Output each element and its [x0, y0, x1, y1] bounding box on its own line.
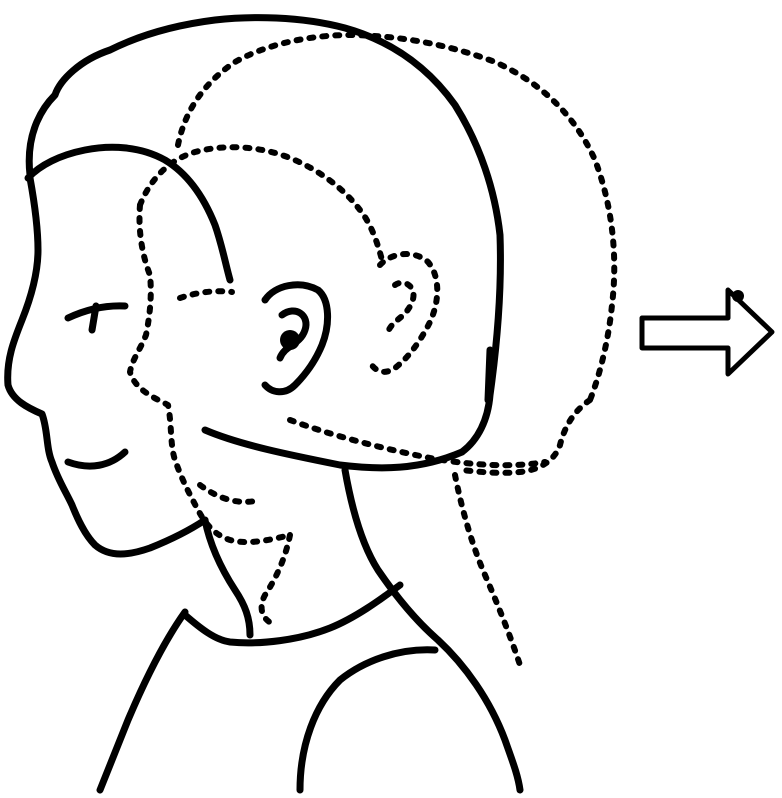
solid-shoulder	[300, 650, 435, 790]
dotted-neck-front	[262, 535, 290, 625]
dotted-jaw	[290, 420, 545, 465]
dotted-hair-outline	[178, 35, 614, 400]
dotted-ear-inner	[388, 283, 414, 332]
solid-face-profile	[8, 178, 205, 554]
solid-hairline	[28, 147, 230, 280]
arrow-outline	[642, 290, 772, 374]
dotted-ear	[370, 254, 437, 372]
arrow-right-icon	[642, 290, 772, 374]
solid-mouth	[68, 452, 125, 466]
solid-neck-back	[345, 470, 520, 790]
head-initial-position	[8, 18, 520, 790]
dotted-neck-back	[455, 475, 520, 665]
head-forward-position	[130, 35, 614, 665]
solid-hair-bottom	[488, 350, 490, 400]
dotted-eye	[180, 291, 232, 298]
solid-ear-canal	[280, 330, 300, 350]
solid-collar	[185, 585, 400, 643]
solid-eye-lash	[92, 306, 96, 330]
dotted-chin-detail	[200, 485, 260, 502]
solid-chest	[100, 612, 185, 790]
arrow-tip-dot	[732, 290, 744, 302]
solid-jaw	[205, 430, 462, 468]
